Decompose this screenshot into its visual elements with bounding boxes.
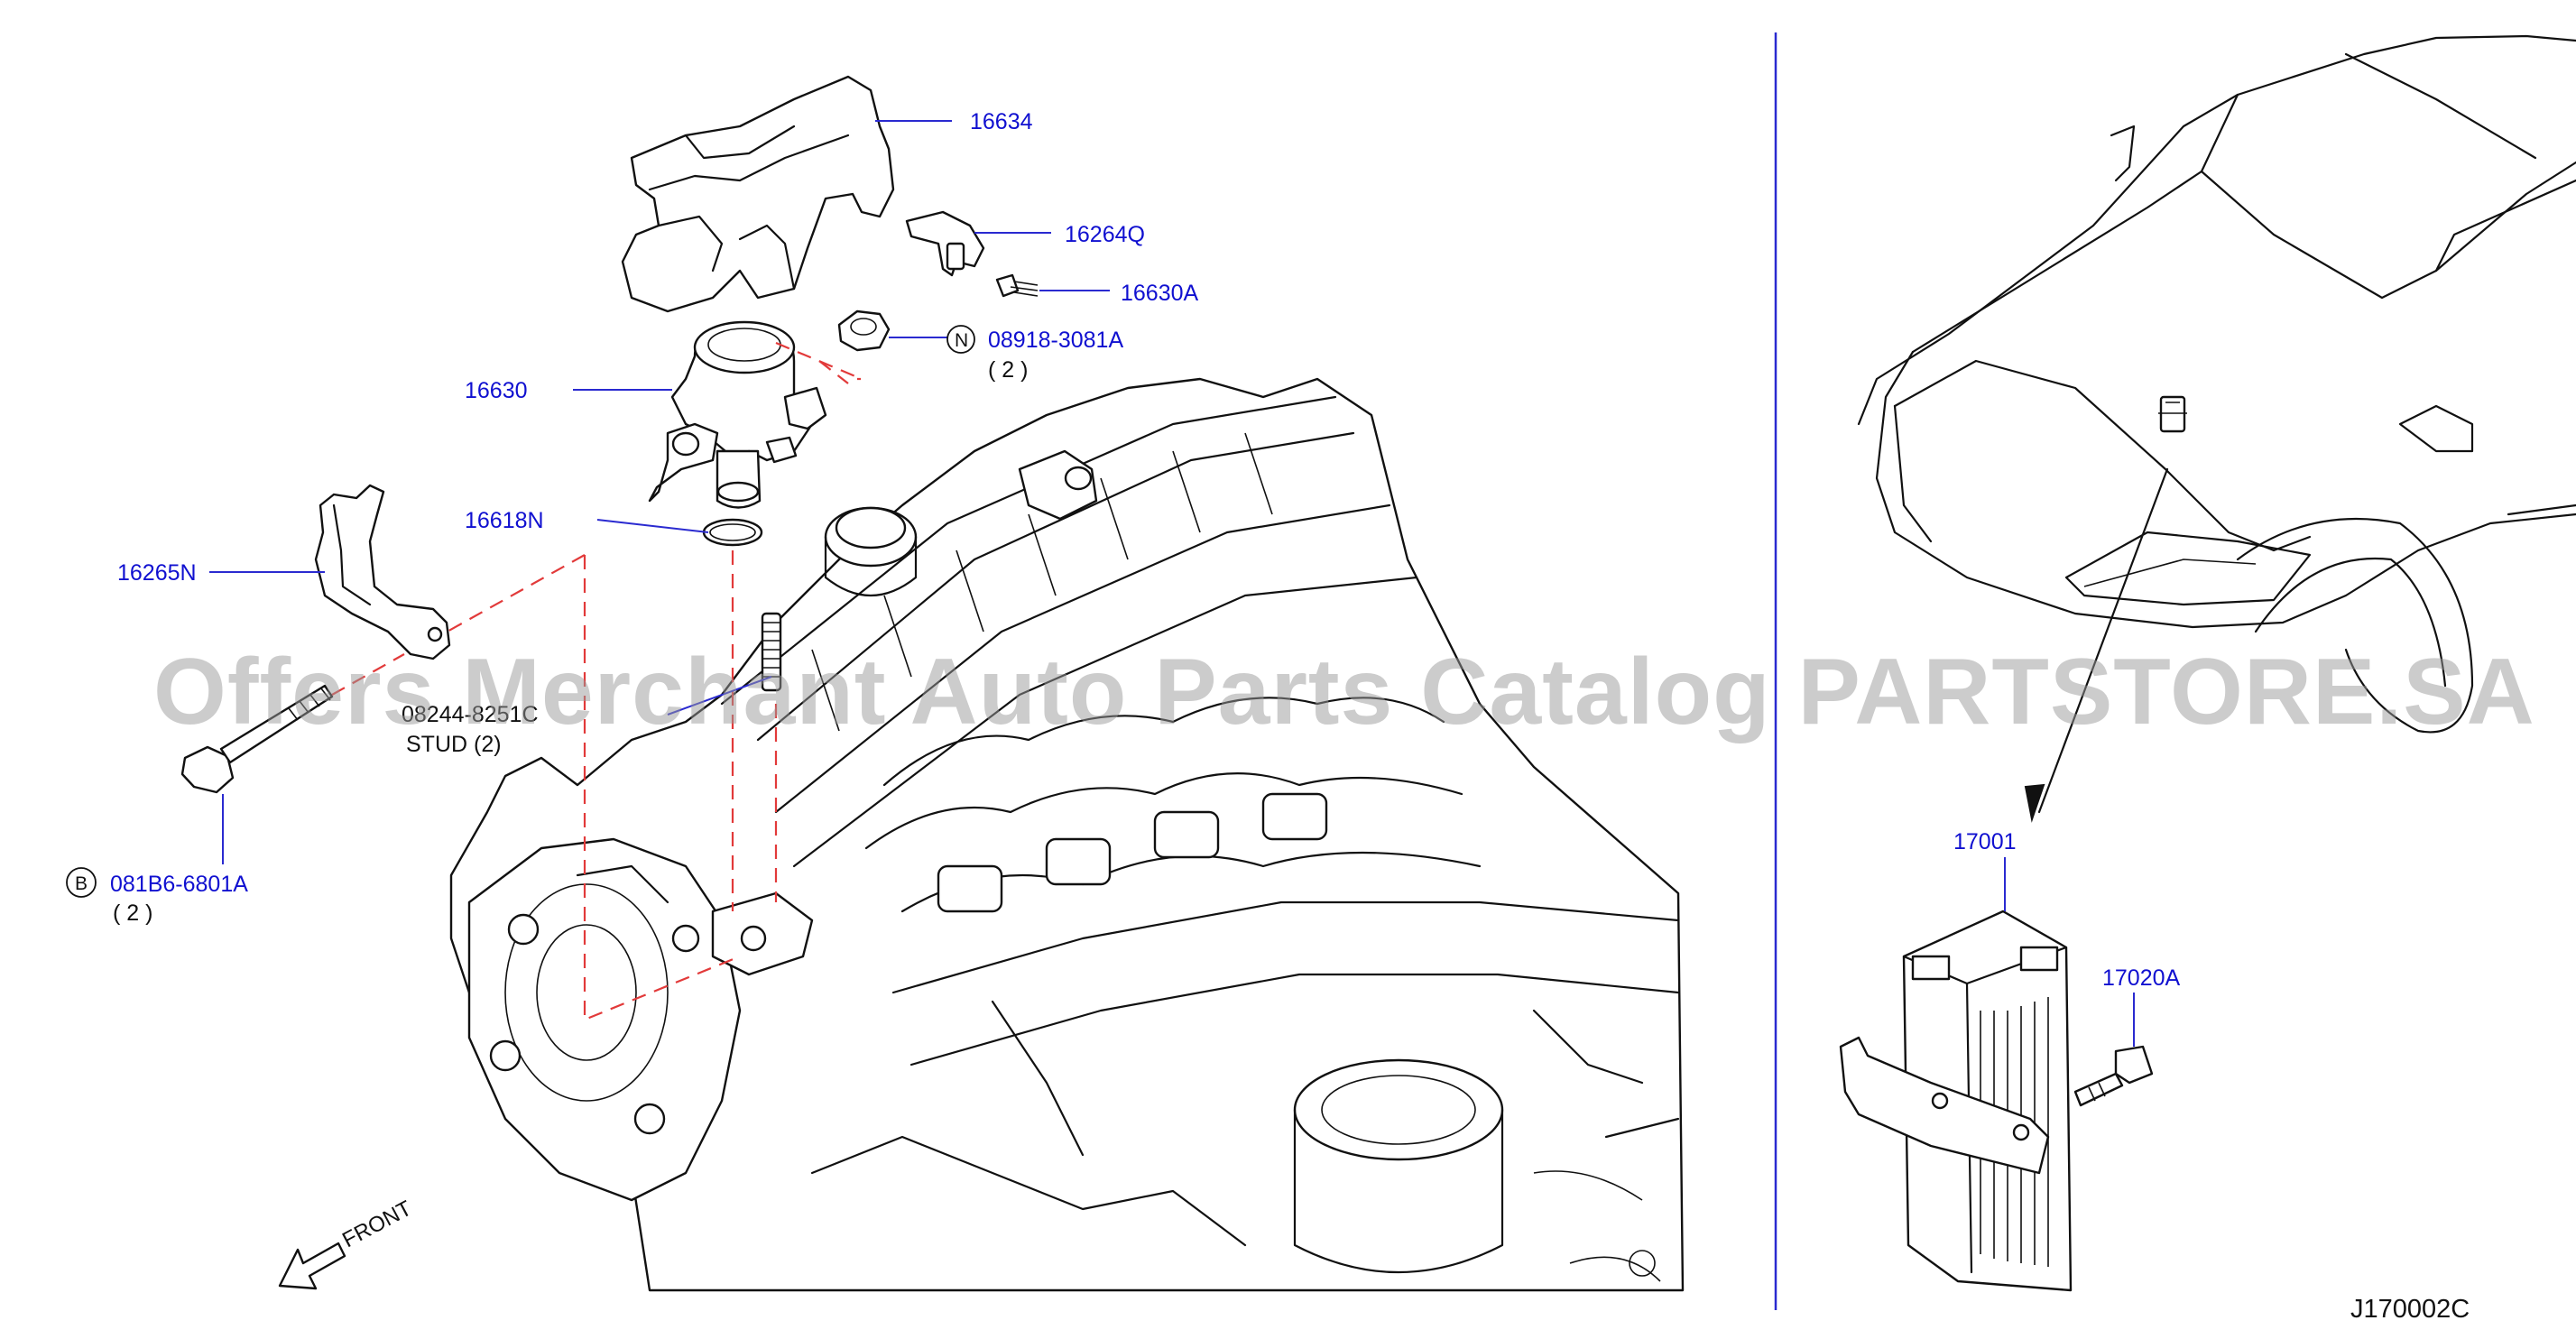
label-stud-text: STUD (2) xyxy=(406,732,502,757)
bolt-circle-mark xyxy=(66,867,97,898)
stud-part xyxy=(761,612,782,692)
bolt-081b6 xyxy=(180,684,334,794)
bracket-16265n xyxy=(314,484,451,660)
label-17020a: 17020A xyxy=(2102,965,2181,991)
front-arrow: FRONT xyxy=(278,1196,416,1290)
watermark: Offers Merchant Auto Parts Catalog PARTS… xyxy=(153,640,2535,744)
callouts-right: 17001 17020A J170002C xyxy=(1953,829,2470,1324)
vehicle-drawing xyxy=(1857,34,2576,823)
bolt-17020a xyxy=(2073,1045,2154,1107)
engine-drawing xyxy=(449,377,1685,1292)
figure-reference: J170002C xyxy=(2350,1295,2470,1324)
nut-circle-mark xyxy=(946,325,975,354)
assembly-guides xyxy=(331,341,2031,1121)
bracket-16264q xyxy=(905,210,985,277)
label-17001: 17001 xyxy=(1953,829,2017,854)
ecu-17001 xyxy=(1839,910,2073,1292)
label-16618n: 16618N xyxy=(465,508,544,533)
bolt-16630a xyxy=(995,273,1039,298)
label-16265n: 16265N xyxy=(117,560,197,586)
callouts-left: 16634 16264Q 16630A N 08918-3081A ( 2 ) … xyxy=(66,109,1199,926)
pump-cover-part xyxy=(621,75,895,313)
label-16264q: 16264Q xyxy=(1065,222,1145,247)
nut-08918 xyxy=(837,309,891,352)
label-stud-code: 08244-8251C xyxy=(402,702,539,727)
label-bolt-qty: ( 2 ) xyxy=(113,900,152,926)
bolt-mark-letter: B xyxy=(75,873,88,894)
label-nut-qty: ( 2 ) xyxy=(988,357,1028,383)
front-label: FRONT xyxy=(338,1196,416,1252)
label-nut-code: 08918-3081A xyxy=(988,328,1123,353)
nut-mark-letter: N xyxy=(955,330,968,351)
label-16630a: 16630A xyxy=(1121,281,1199,306)
label-16630: 16630 xyxy=(465,378,528,403)
label-16634: 16634 xyxy=(970,109,1033,134)
label-bolt-code: 081B6-6801A xyxy=(110,872,248,897)
pump-16630 xyxy=(648,320,827,509)
